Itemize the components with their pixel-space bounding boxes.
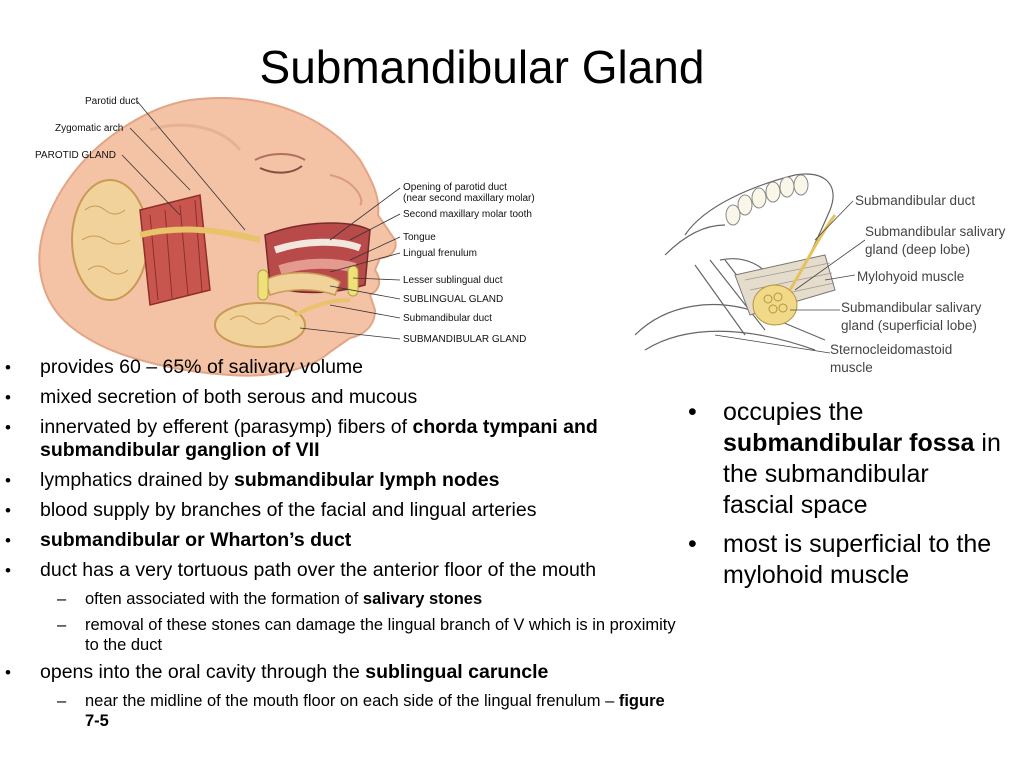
- left-bullet-list: provides 60 – 65% of salivary volume mix…: [0, 356, 680, 737]
- list-item: blood supply by branches of the facial a…: [0, 499, 680, 522]
- label-parotid-duct: Parotid duct: [85, 96, 139, 107]
- list-item: submandibular or Wharton’s duct: [0, 529, 680, 552]
- label-submandibular-duct: Submandibular duct: [403, 313, 492, 324]
- label-opening-parotid-duct: Opening of parotid duct: [403, 182, 507, 193]
- label-r-gland-superficial-1: Submandibular salivary: [841, 300, 982, 315]
- label-lines-left: [121, 100, 401, 340]
- masseter-muscle: [139, 194, 211, 306]
- list-item: innervated by efferent (parasymp) fibers…: [0, 416, 680, 462]
- label-second-molar: Second maxillary molar tooth: [403, 209, 532, 220]
- parotid-gland: [71, 179, 149, 301]
- right-bullet-list: occupies the submandibular fossa in the …: [685, 397, 1005, 599]
- label-zygomatic-arch: Zygomatic arch: [55, 123, 123, 134]
- list-item: mixed secretion of both serous and mucou…: [0, 386, 680, 409]
- label-submandibular-gland: SUBMANDIBULAR GLAND: [403, 334, 526, 345]
- label-r-mylohyoid: Mylohyoid muscle: [857, 269, 964, 284]
- list-item: most is superficial to the mylohoid musc…: [685, 529, 1005, 591]
- mandible-sketch-illustration: Submandibular duct Submandibular salivar…: [634, 173, 1006, 375]
- label-r-gland-deep-2: gland (deep lobe): [865, 242, 970, 257]
- teeth-row: [725, 174, 809, 226]
- label-sublingual-gland: SUBLINGUAL GLAND: [403, 294, 503, 305]
- figure-right-labels: Submandibular duct Submandibular salivar…: [830, 193, 1006, 375]
- list-item: opens into the oral cavity through the s…: [0, 661, 680, 684]
- sublingual-gland: [257, 265, 359, 301]
- label-lingual-frenulum: Lingual frenulum: [403, 248, 477, 259]
- label-r-submandibular-duct: Submandibular duct: [855, 193, 975, 208]
- label-r-gland-superficial-2: gland (superficial lobe): [841, 318, 977, 333]
- slide-title: Submandibular Gland: [259, 41, 705, 93]
- parotid-duct: [139, 226, 261, 243]
- label-r-gland-deep-1: Submandibular salivary: [865, 224, 1006, 239]
- label-r-muscle: muscle: [830, 360, 873, 375]
- label-parotid-gland: PAROTID GLAND: [35, 150, 116, 161]
- label-near-second-molar: (near second maxillary molar): [403, 193, 535, 204]
- list-item: lymphatics drained by submandibular lymp…: [0, 469, 680, 492]
- list-item: duct has a very tortuous path over the a…: [0, 559, 680, 582]
- label-r-sternocleidomastoid: Sternocleidomastoid: [830, 342, 952, 357]
- submandibular-gland: [214, 298, 351, 348]
- sub-list-item: removal of these stones can damage the l…: [0, 615, 680, 655]
- label-lesser-sublingual-duct: Lesser sublingual duct: [403, 275, 503, 286]
- label-lines-right: [714, 200, 866, 354]
- sub-list-item: often associated with the formation of s…: [0, 589, 680, 609]
- label-tongue: Tongue: [403, 232, 436, 243]
- face-anatomy-illustration: Parotid duct Zygomatic arch PAROTID GLAN…: [35, 96, 535, 377]
- sub-list-item: near the midline of the mouth floor on e…: [0, 691, 680, 731]
- list-item: occupies the submandibular fossa in the …: [685, 397, 1005, 521]
- figure-left-labels: Parotid duct Zygomatic arch PAROTID GLAN…: [35, 96, 535, 345]
- list-item: provides 60 – 65% of salivary volume: [0, 356, 680, 379]
- submandibular-gland-lobes: [752, 214, 837, 326]
